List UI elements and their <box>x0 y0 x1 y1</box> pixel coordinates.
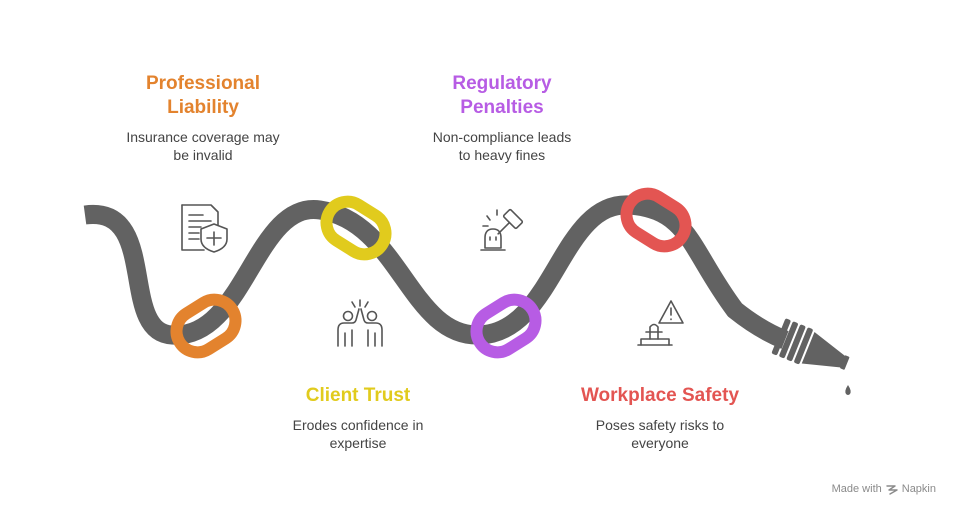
high-five-icon <box>337 299 383 347</box>
gavel-icon <box>480 208 524 251</box>
footer-made-with: Made with <box>831 483 882 495</box>
hose-nozzle <box>771 318 850 370</box>
knot-red <box>620 187 692 253</box>
knot-purple <box>470 293 542 359</box>
document-shield-icon <box>181 204 228 253</box>
footer-credit[interactable]: Made with Napkin <box>832 483 936 495</box>
item-description: Insurance coverage may be invalid <box>126 129 280 163</box>
item-title: Professional Liability <box>145 73 261 118</box>
item-professional-liability: Professional Liability Insurance coverag… <box>93 72 313 164</box>
item-title: Workplace Safety <box>580 385 740 406</box>
item-title: Regulatory Penalties <box>452 73 552 118</box>
napkin-logo-icon <box>886 484 898 495</box>
footer-brand: Napkin <box>901 483 936 495</box>
item-description: Poses safety risks to everyone <box>595 417 725 451</box>
knot-orange <box>170 293 242 359</box>
item-title: Client Trust <box>305 385 411 406</box>
hose <box>83 195 789 349</box>
knot-yellow <box>320 195 392 261</box>
item-description: Erodes confidence in expertise <box>292 417 424 451</box>
item-workplace-safety: Workplace Safety Poses safety risks to e… <box>550 384 770 452</box>
water-drop <box>845 385 851 395</box>
item-description: Non-compliance leads to heavy fines <box>432 129 572 163</box>
item-regulatory-penalties: Regulatory Penalties Non-compliance lead… <box>392 72 612 164</box>
item-client-trust: Client Trust Erodes confidence in expert… <box>248 384 468 452</box>
hazard-icon <box>637 300 684 346</box>
